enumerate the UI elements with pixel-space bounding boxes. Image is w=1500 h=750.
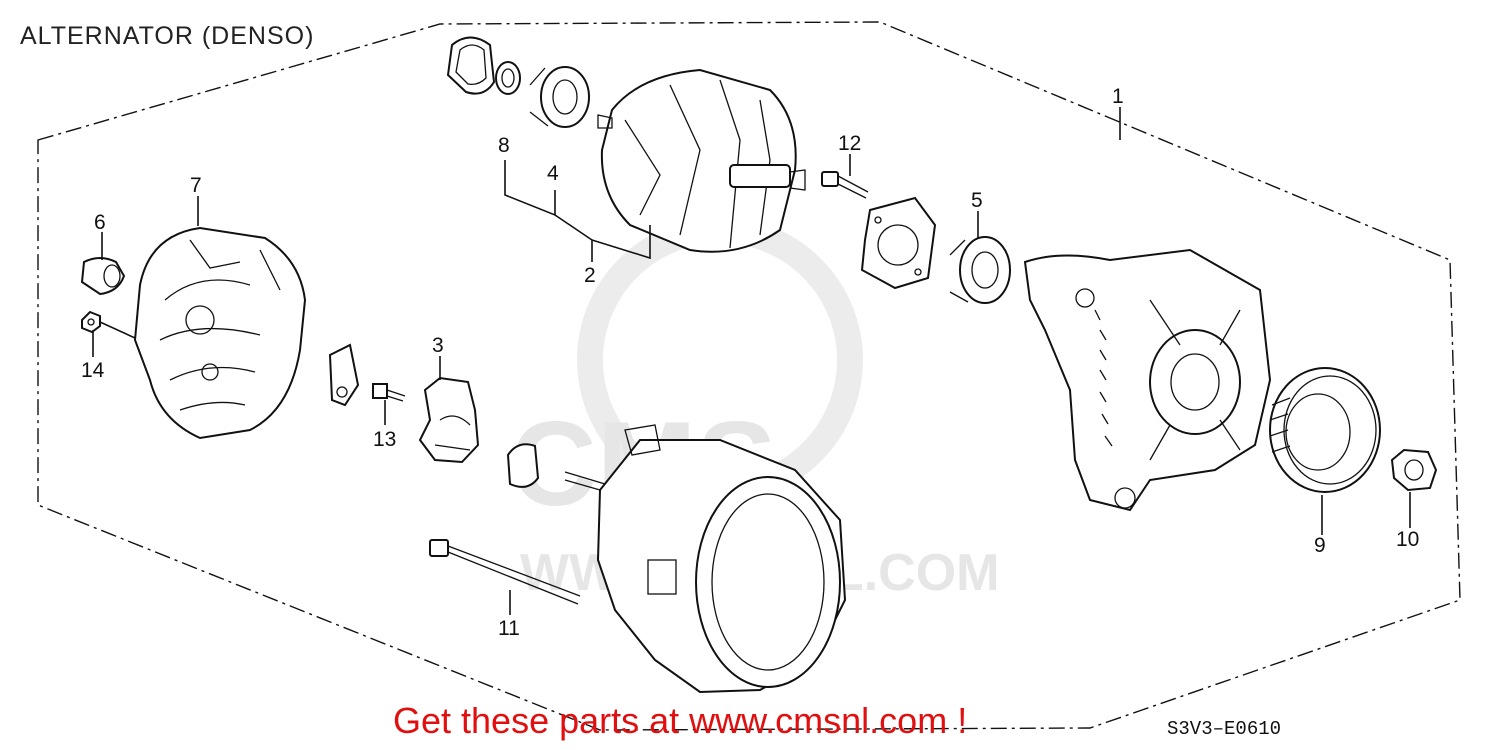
terminal-insulator-part-6 xyxy=(80,257,126,296)
nut-part-14 xyxy=(81,310,101,334)
diagram-code: S3V3–E0610 xyxy=(1167,718,1282,740)
callout-labels: 1 2 3 4 5 6 7 8 9 10 11 12 13 14 xyxy=(81,85,1419,640)
diagram-title: ALTERNATOR (DENSO) xyxy=(20,22,315,50)
callout-7: 7 xyxy=(190,174,202,197)
callout-2: 2 xyxy=(584,264,596,287)
gasket-part-8 xyxy=(446,36,521,95)
callout-12: 12 xyxy=(838,132,861,155)
callout-11: 11 xyxy=(498,617,520,640)
callout-13: 13 xyxy=(373,428,396,451)
leader-lines xyxy=(92,107,1411,615)
callout-5: 5 xyxy=(971,189,983,212)
drive-end-housing-part-1 xyxy=(1023,248,1272,512)
callout-10: 10 xyxy=(1396,528,1419,551)
rear-cover-part-7 xyxy=(133,226,307,440)
brush-holder-part-3 xyxy=(418,376,480,464)
pulley-part-9 xyxy=(1269,367,1381,493)
stator-assembly xyxy=(564,424,847,694)
assembly-boundary xyxy=(37,21,1461,731)
callout-4: 4 xyxy=(547,162,559,185)
rotor-part-2 xyxy=(597,68,806,253)
bolt-part-12 xyxy=(821,171,869,199)
through-bolt-part-11 xyxy=(429,539,581,605)
screw-part-13 xyxy=(372,383,406,402)
callout-1: 1 xyxy=(1112,85,1124,108)
callout-3: 3 xyxy=(432,334,444,357)
bearing-part-4 xyxy=(529,66,590,128)
callout-14: 14 xyxy=(81,359,105,382)
callout-9: 9 xyxy=(1314,534,1326,557)
pulley-nut-part-10 xyxy=(1390,448,1438,492)
callout-6: 6 xyxy=(94,211,106,234)
callout-8: 8 xyxy=(498,134,510,157)
promo-link-text[interactable]: Get these parts at www.cmsnl.com ! xyxy=(393,700,968,741)
bearing-retainer-plate xyxy=(860,196,937,290)
terminal-plate xyxy=(328,343,360,407)
rubber-seal xyxy=(506,443,540,488)
bearing-part-5 xyxy=(949,236,1011,304)
